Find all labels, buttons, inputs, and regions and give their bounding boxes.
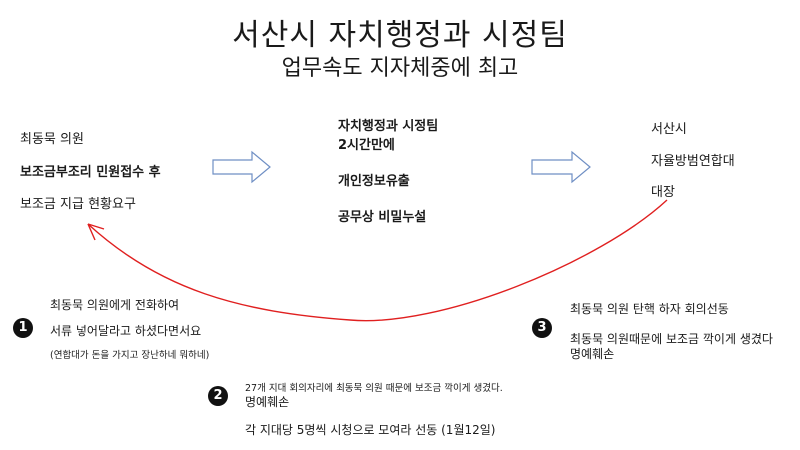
center-node-line-3: 개인정보유출 xyxy=(338,174,410,189)
right-node-line-3: 대장 xyxy=(651,185,675,200)
note-3-line-1: 최동묵 의원 탄핵 하자 회의선동 xyxy=(570,302,729,316)
center-node-line-1: 자치행정과 시정팀 xyxy=(338,119,439,134)
left-node-line-1: 최동묵 의원 xyxy=(20,132,84,147)
center-node-line-4: 공무상 비밀누설 xyxy=(338,210,427,225)
arrow-center-to-right xyxy=(531,150,591,184)
note-1-small-text: (연합대가 돈을 가지고 장난하네 뭐하네) xyxy=(50,350,210,361)
note-1-line-2: 서류 넣어달라고 하셨다면서요 xyxy=(50,324,202,338)
center-node-line-2: 2시간만에 xyxy=(338,138,395,153)
note-2-line-2: 각 지대당 5명씩 시청으로 모여라 선동 (1월12일) xyxy=(245,423,496,437)
red-curve-arrowhead xyxy=(87,223,105,241)
note-1-line-1: 최동묵 의원에게 전화하여 xyxy=(50,298,180,312)
left-node-line-3: 보조금 지급 현황요구 xyxy=(20,197,136,212)
note-1-number-badge: 1 xyxy=(13,318,33,338)
note-2-number-badge: 2 xyxy=(208,386,228,406)
page-subtitle: 업무속도 지자체중에 최고 xyxy=(281,56,519,81)
note-3-number-badge: 3 xyxy=(532,318,552,338)
note-3-line-2: 최동묵 의원때문에 보조금 깍이게 생겼다 xyxy=(570,332,773,346)
note-2-small-text: 27개 지대 회의자리에 최동묵 의원 때문에 보조금 깍이게 생겼다. xyxy=(245,383,503,394)
page-title: 서산시 자치행정과 시정팀 xyxy=(232,18,568,53)
left-node-line-2: 보조금부조리 민원접수 후 xyxy=(20,165,161,180)
arrow-left-to-center xyxy=(212,150,271,184)
right-node-line-2: 자율방범연합대 xyxy=(651,154,735,169)
right-node-line-1: 서산시 xyxy=(651,122,687,137)
note-3-line-3: 명예훼손 xyxy=(570,347,615,361)
note-2-line-1: 명예훼손 xyxy=(245,395,290,409)
